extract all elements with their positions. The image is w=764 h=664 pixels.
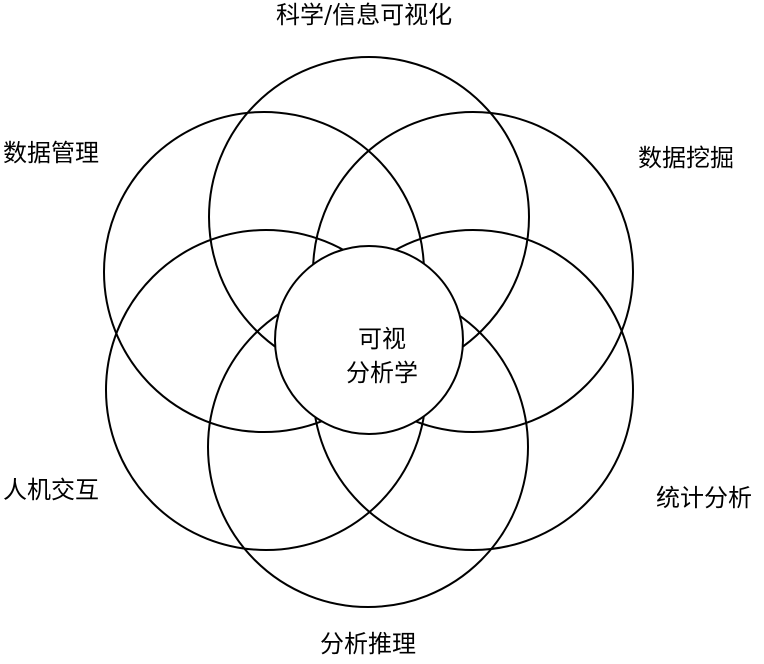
label-human-computer-interaction: 人机交互 bbox=[3, 476, 99, 504]
label-data-management: 数据管理 bbox=[3, 139, 99, 167]
label-visualization: 科学/信息可视化 bbox=[276, 1, 453, 29]
label-statistical-analysis: 统计分析 bbox=[656, 484, 752, 512]
center-label-line2: 分析学 bbox=[346, 359, 418, 387]
center-label-line1: 可视 bbox=[358, 325, 406, 353]
circle-visual-analytics bbox=[274, 245, 464, 435]
label-analytical-reasoning: 分析推理 bbox=[320, 630, 416, 658]
label-data-mining: 数据挖掘 bbox=[638, 144, 734, 172]
center-label: 可视 分析学 bbox=[282, 322, 482, 390]
